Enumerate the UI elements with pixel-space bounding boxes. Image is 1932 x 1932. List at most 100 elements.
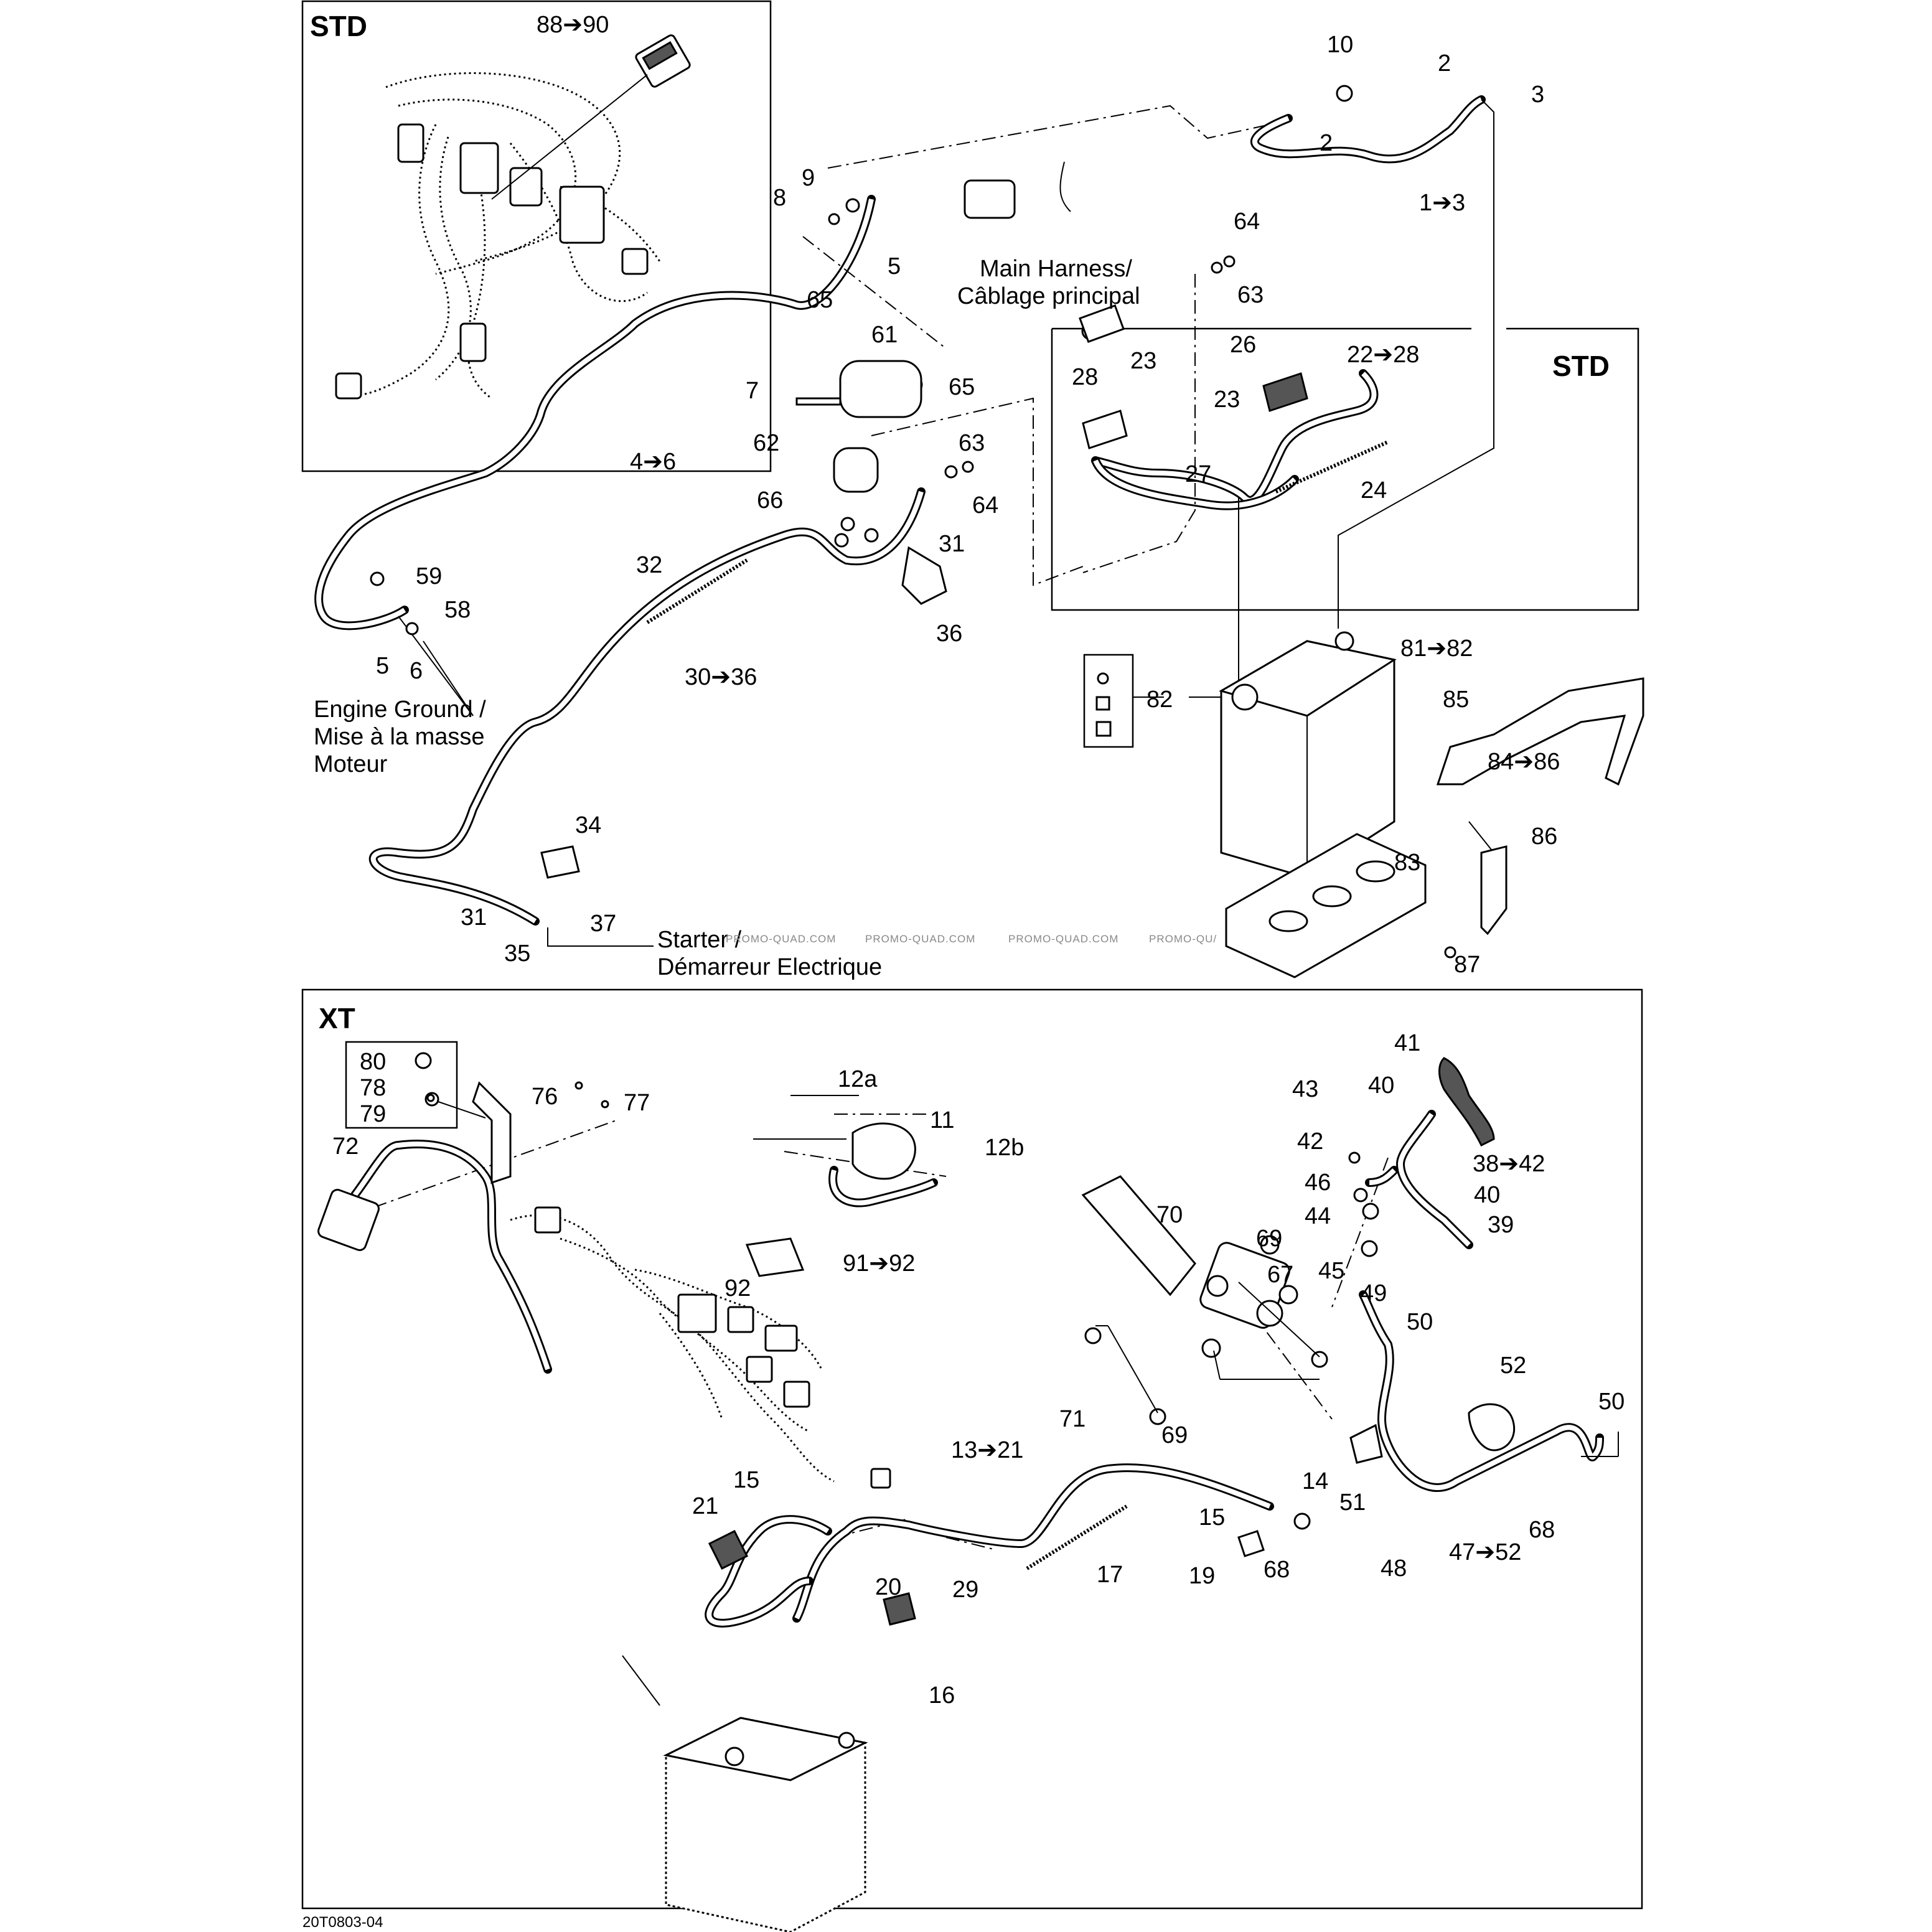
std-small-parts	[370, 85, 1353, 879]
callout: 76	[532, 1084, 558, 1110]
callout: 92	[724, 1275, 751, 1301]
std-wiring	[314, 95, 1486, 926]
callout: 36	[936, 621, 962, 647]
section-label-std-right: STD	[1552, 350, 1610, 382]
callout: 34	[575, 812, 601, 838]
caption-starter-fr: Démarreur Electrique	[657, 954, 882, 980]
callout: 20	[875, 1574, 901, 1600]
callout: 63	[959, 430, 985, 456]
caption-starter-en: Starter /	[657, 927, 742, 953]
callout: 59	[416, 563, 442, 589]
callout: 41	[1394, 1030, 1420, 1056]
kit-box-78	[345, 1041, 458, 1129]
callout: 88➔90	[537, 12, 609, 38]
spring-32	[646, 558, 748, 624]
callout: 32	[636, 552, 662, 578]
xt-frame	[301, 988, 1643, 1910]
caption-main-harness-fr: Câblage principal	[957, 283, 1140, 309]
callout: 47➔52	[1449, 1539, 1521, 1565]
callout: 51	[1339, 1489, 1366, 1516]
spring-24	[1275, 440, 1389, 494]
callout: 7	[746, 378, 759, 404]
watermark-4: PROMO-QU/	[1149, 933, 1217, 945]
caption-engine-ground-en: Engine Ground /	[314, 696, 486, 723]
callout: 16	[929, 1682, 955, 1709]
callout: 28	[1072, 364, 1098, 390]
callout: 85	[1443, 687, 1469, 713]
callout: 15	[1199, 1504, 1225, 1531]
callout: 5	[376, 653, 389, 679]
callout: 43	[1292, 1076, 1318, 1102]
callout: 69	[1161, 1422, 1188, 1448]
callout: 5	[888, 253, 901, 279]
callout: 6	[410, 658, 423, 684]
watermark-1: PROMO-QUAD.COM	[726, 933, 836, 945]
callout: 12b	[985, 1135, 1024, 1161]
callout: 46	[1305, 1170, 1331, 1196]
callout: 11	[930, 1107, 954, 1133]
callout: 52	[1500, 1353, 1526, 1379]
callout: 68	[1264, 1557, 1290, 1583]
callout: 86	[1531, 823, 1557, 850]
callout: 87	[1454, 952, 1480, 978]
callout: 22➔28	[1347, 342, 1419, 368]
callout: 39	[1488, 1212, 1514, 1238]
caption-engine-ground-fr: Mise à la masse	[314, 724, 485, 750]
callout: 64	[972, 492, 998, 518]
callout: 58	[444, 597, 471, 623]
callout: 12a	[838, 1066, 878, 1092]
callout: 17	[1097, 1562, 1123, 1588]
callouts-std-top: 88➔90 10 2 3 2 1➔3 9 8 5 64 63 65 61 7 6…	[376, 12, 1544, 967]
callouts-battery: 81➔82 82 85 84➔86 86 83 87	[1147, 635, 1560, 978]
harness-inset-drawing	[335, 34, 691, 400]
callout: 65	[807, 287, 833, 313]
callout: 26	[1230, 332, 1256, 358]
callout: 21	[692, 1493, 718, 1519]
callout: 77	[624, 1090, 650, 1116]
battery-std	[1095, 631, 1644, 978]
callout: 24	[1361, 477, 1387, 504]
callout: 31	[461, 904, 487, 931]
callout: 40	[1368, 1072, 1394, 1099]
watermark-2: PROMO-QUAD.COM	[865, 933, 975, 945]
caption-main-harness-en: Main Harness/	[980, 256, 1132, 282]
callout: 29	[952, 1577, 978, 1603]
callout: 35	[504, 940, 530, 967]
callout: 42	[1297, 1128, 1323, 1155]
section-label-std-inset: STD	[310, 10, 367, 42]
callout: 83	[1394, 850, 1420, 876]
watermark-3: PROMO-QUAD.COM	[1008, 933, 1118, 945]
callout: 49	[1361, 1280, 1387, 1306]
callout: 63	[1237, 282, 1264, 308]
section-label-xt: XT	[319, 1002, 355, 1034]
callout: 3	[1531, 82, 1544, 108]
callout: 4➔6	[630, 449, 676, 475]
callout: 79	[360, 1101, 386, 1127]
callout: 45	[1318, 1258, 1344, 1284]
connector-88-90	[635, 34, 691, 88]
callout: 13➔21	[951, 1437, 1023, 1463]
callout: 31	[939, 531, 965, 557]
callout: 48	[1381, 1555, 1407, 1582]
callout: 50	[1407, 1309, 1433, 1335]
callout: 61	[871, 322, 898, 348]
callout: 40	[1474, 1182, 1500, 1208]
callout: 23	[1214, 387, 1240, 413]
reference-code: 20T0803-04	[302, 1914, 383, 1931]
callout: 44	[1305, 1203, 1331, 1229]
callout: 69	[1256, 1226, 1282, 1252]
xt-drawing	[317, 1052, 1619, 1932]
callout: 84➔86	[1488, 749, 1560, 775]
callout: 50	[1598, 1389, 1625, 1415]
callout: 8	[773, 185, 786, 211]
std-inset-frame	[301, 0, 772, 472]
callout: 65	[949, 374, 975, 400]
callout: 27	[1185, 461, 1211, 487]
caption-engine-ground-fr2: Moteur	[314, 751, 388, 777]
callout: 37	[590, 911, 616, 937]
callout: 38➔42	[1473, 1151, 1545, 1177]
callout: 68	[1529, 1517, 1555, 1543]
callout: 64	[1234, 209, 1260, 235]
callout: 15	[733, 1467, 759, 1493]
